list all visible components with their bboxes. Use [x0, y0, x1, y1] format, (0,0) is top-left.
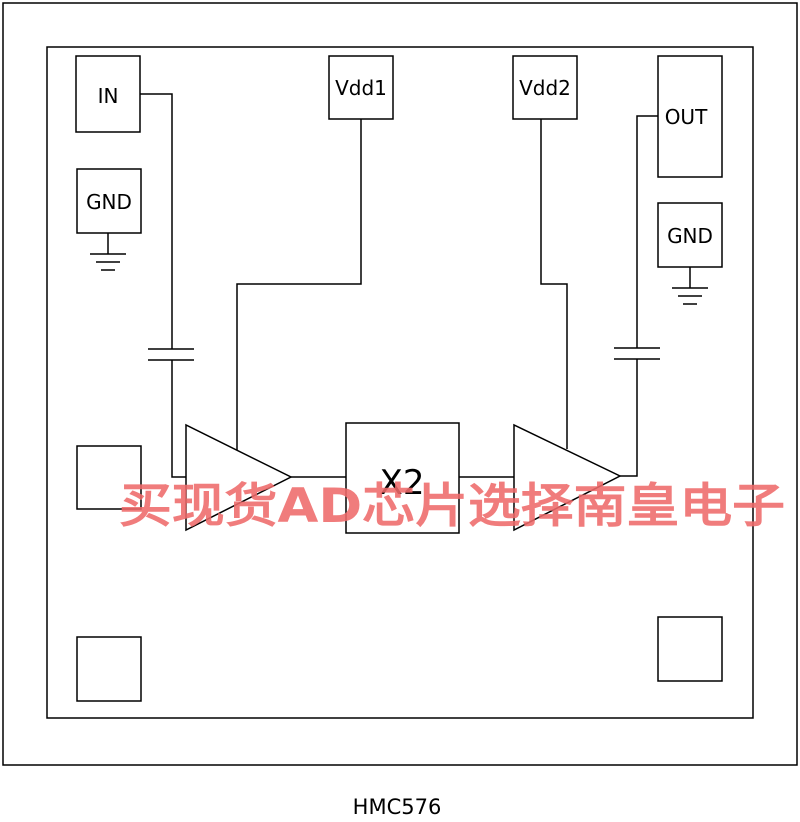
in-pad-label: IN: [98, 84, 119, 108]
gnd-pad-right: GND: [657, 202, 723, 268]
gnd-right-label: GND: [667, 224, 713, 248]
ground-symbol-left: [90, 233, 126, 271]
vdd1-bias-wire: [236, 119, 362, 450]
amplifier-1: [185, 423, 293, 532]
ground-symbol-right: [672, 267, 708, 305]
unlabeled-pad-left-bottom: [76, 636, 142, 702]
gnd-left-label: GND: [86, 190, 132, 214]
watermark: 买现货AD芯片选择南皇电子: [119, 479, 785, 534]
in-pad: IN: [75, 55, 141, 133]
package-outline: [2, 2, 798, 766]
input-wire: [140, 93, 194, 478]
out-label: OUT: [665, 105, 708, 129]
part-number: HMC576: [353, 795, 442, 819]
unlabeled-pad-left-middle: [76, 445, 142, 510]
vdd1-pad: Vdd1: [328, 55, 394, 120]
out-pad: OUT: [657, 55, 723, 178]
output-wire: [614, 115, 660, 477]
vdd2-bias-wire: [540, 119, 568, 449]
vdd2-pad: Vdd2: [512, 55, 578, 120]
die-outline: [46, 46, 754, 719]
unlabeled-pad-right-bottom: [657, 616, 723, 682]
x2-label: X2: [380, 463, 425, 503]
x2-multiplier-block: X2: [345, 422, 460, 534]
vdd2-label: Vdd2: [519, 76, 571, 100]
amplifier-2: [513, 423, 622, 532]
gnd-pad-left: GND: [76, 168, 142, 234]
vdd1-label: Vdd1: [335, 76, 387, 100]
